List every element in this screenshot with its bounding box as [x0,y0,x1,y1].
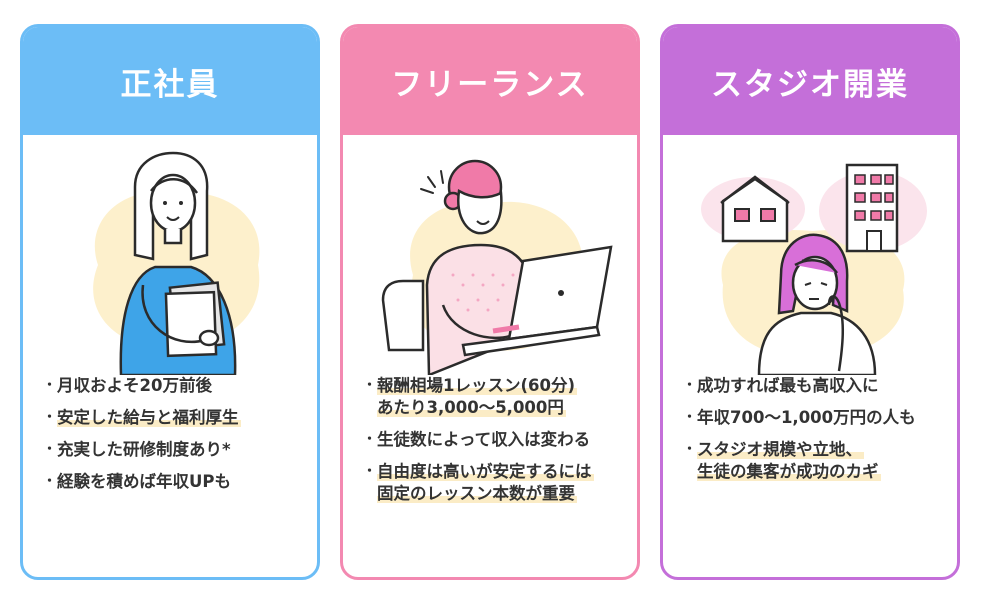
laptop-worker-illustration [343,135,637,375]
card-header: フリーランス [343,27,637,135]
bullet-text-highlighted: スタジオ規模や立地、 [697,440,864,459]
list-item: ・スタジオ規模や立地、生徒の集客が成功のカギ [683,440,881,481]
card-header: スタジオ開業 [663,27,957,135]
list-item: ・自由度は高いが安定するには固定のレッスン本数が重要 [363,462,594,503]
card-employee: 正社員 ・月収およそ20万前後 ・安定した給与と福利厚生 ・充実し [20,24,320,580]
bullet-text-highlighted: あたり3,000〜5,000円 [377,398,566,417]
card-header: 正社員 [23,27,317,135]
card-studio-opening: スタジオ開業 [660,24,960,580]
bullet-text: 年収700〜1,000万円の人も [697,408,916,427]
bullet-text: 生徒数によって収入は変わる [377,430,591,449]
list-item: ・報酬相場1レッスン(60分)あたり3,000〜5,000円 [363,376,578,417]
list-item: ・成功すれば最も高収入に [683,376,879,395]
bullet-text-highlighted: 固定のレッスン本数が重要 [377,484,577,503]
office-worker-illustration [23,135,317,375]
card-title: 正社員 [120,66,220,103]
bullet-text-highlighted: 生徒の集客が成功のカギ [697,462,881,481]
list-item: ・年収700〜1,000万円の人も [683,408,916,427]
bullet-text: 経験を積めば年収UPも [57,472,231,491]
bullet-text: 成功すれば最も高収入に [697,376,879,395]
card-title: スタジオ開業 [711,66,909,103]
bullet-text-highlighted: 安定した給与と福利厚生 [57,408,241,427]
list-item: ・経験を積めば年収UPも [43,472,231,491]
bullet-list: ・報酬相場1レッスン(60分)あたり3,000〜5,000円 ・生徒数によって収… [363,375,629,515]
list-item: ・安定した給与と福利厚生 [43,408,241,427]
card-title: フリーランス [391,66,589,103]
bullet-text: 充実した研修制度あり* [57,440,231,459]
bullet-text-highlighted: 報酬相場1レッスン(60分) [377,376,578,395]
thinking-woman-illustration [663,135,957,375]
bullet-text: 月収およそ20万前後 [57,376,212,395]
bullet-text-highlighted: 自由度は高いが安定するには [377,462,594,481]
list-item: ・生徒数によって収入は変わる [363,430,591,449]
card-freelance: フリーランス [340,24,640,580]
list-item: ・充実した研修制度あり* [43,440,231,459]
bullet-list: ・月収およそ20万前後 ・安定した給与と福利厚生 ・充実した研修制度あり* ・経… [43,375,309,503]
list-item: ・月収およそ20万前後 [43,376,212,395]
bullet-list: ・成功すれば最も高収入に ・年収700〜1,000万円の人も ・スタジオ規模や立… [683,375,949,493]
